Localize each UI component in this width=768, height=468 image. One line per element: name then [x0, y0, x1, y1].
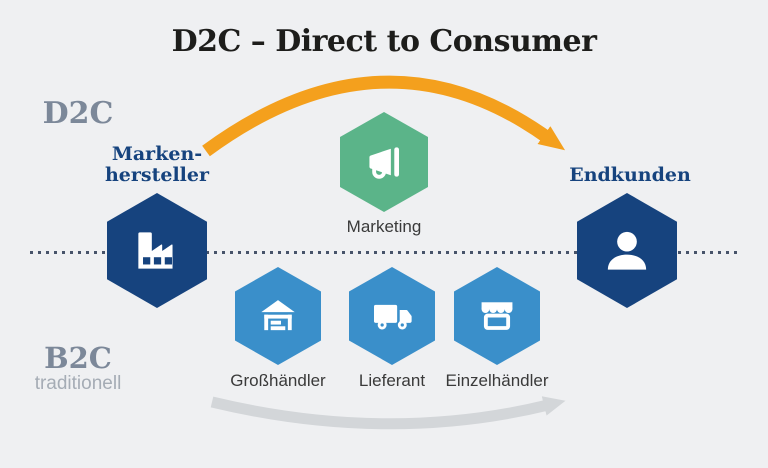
truck-icon [374, 304, 412, 330]
manufacturer-label-line1: Marken- [111, 143, 203, 165]
page-title: D2C – Direct to Consumer [171, 24, 597, 59]
d2c-direct-arrow [202, 75, 566, 157]
manufacturer-label: Marken- hersteller [96, 144, 218, 186]
b2c-row-label: B2C [44, 341, 112, 375]
endcustomer-hexagon [577, 193, 677, 308]
retailer-label: Einzelhändler [445, 371, 549, 390]
megaphone-icon [369, 147, 399, 179]
factory-icon [138, 231, 173, 269]
b2c-traditional-arrow [210, 396, 566, 430]
endcustomer-label: Endkunden [569, 164, 691, 186]
wholesaler-hexagon [235, 267, 321, 365]
d2c-row-label: D2C [42, 96, 114, 131]
person-icon [607, 231, 647, 270]
manufacturer-label-line2: hersteller [104, 164, 209, 186]
marketing-label: Marketing [346, 217, 422, 236]
supplier-hexagon [349, 267, 435, 365]
wholesaler-label: Großhändler [230, 371, 326, 390]
b2c-sub-label: traditionell [34, 373, 122, 394]
d2c-b2c-divider-dotted-line [30, 251, 738, 254]
warehouse-icon [261, 300, 295, 331]
supplier-label: Lieferant [358, 371, 426, 390]
store-icon [481, 302, 513, 330]
